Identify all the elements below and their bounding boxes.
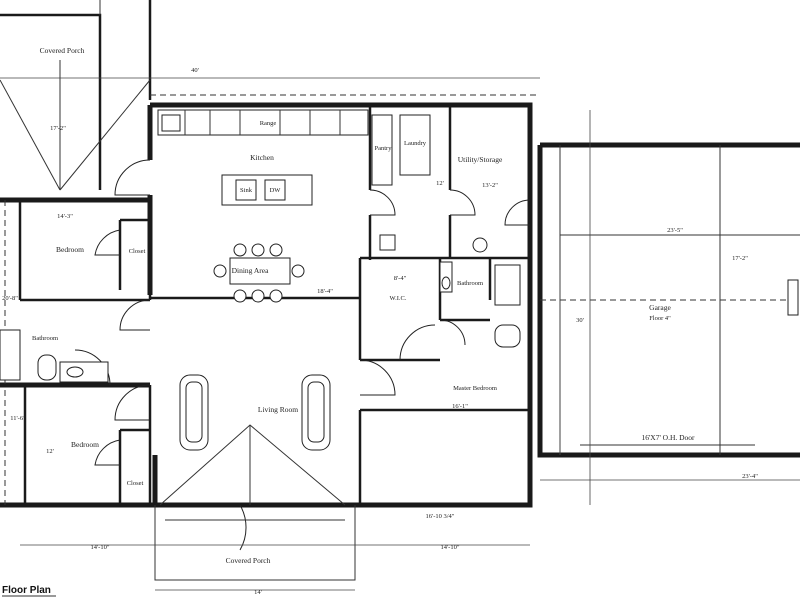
range-label: Range: [260, 120, 277, 127]
garage-label: Garage: [649, 303, 671, 312]
bottom-center-dim: 16'-10 3/4": [426, 513, 455, 520]
kitchen-label: Kitchen: [250, 153, 274, 162]
living-room-label: Living Room: [258, 405, 298, 414]
overall-width-dim: 40': [191, 67, 199, 74]
dining-width-dim: 18'-4": [317, 288, 333, 295]
utility-storage-label: Utility/Storage: [458, 155, 503, 164]
wic-label: W.I.C.: [390, 295, 407, 302]
bottom-right-dim: 14'-10": [441, 544, 460, 551]
garage-width-dim: 23'-5": [667, 227, 683, 234]
dining-table: [213, 243, 305, 303]
bedroom-top-width-dim: 14'-3": [57, 213, 73, 220]
bedroom-top-label: Bedroom: [56, 245, 84, 254]
wic-width-dim: 8'-4": [394, 275, 407, 282]
bathroom-right-label: Bathroom: [457, 280, 483, 287]
door-swings: [74, 159, 531, 551]
kitchen-counters: [157, 109, 488, 253]
garage-door-label: 16'X7' O.H. Door: [641, 433, 695, 442]
utility-depth-dim: 13'-2": [482, 182, 498, 189]
covered-porch-bottom-label: Covered Porch: [226, 556, 271, 565]
covered-porch-top-label: Covered Porch: [40, 46, 85, 55]
laundry-depth-dim: 12': [436, 180, 444, 187]
pantry-label: Pantry: [375, 145, 393, 152]
bathroom-left-label: Bathroom: [32, 335, 58, 342]
closet-bottom-label: Closet: [127, 480, 144, 487]
floor-plan-title: Floor Plan: [2, 585, 51, 596]
dining-area-label: Dining Area: [232, 266, 270, 275]
garage-right-depth-dim: 17'-2": [732, 255, 748, 262]
living-room-sofas: [179, 374, 331, 451]
closet-top-label: Closet: [129, 248, 146, 255]
garage-floor-label: Floor 4": [649, 315, 671, 322]
bedroom-bottom-depth-dim: 12': [46, 448, 54, 455]
covered-porch-bottom: [20, 424, 530, 591]
covered-porch-top: [0, 0, 152, 191]
garage-bottom-dim: 23'-4": [742, 473, 758, 480]
porch-bottom-width-dim: 14': [254, 589, 262, 596]
left-side-dim-1: 20'-8": [2, 295, 18, 302]
laundry-label: Laundry: [404, 140, 427, 147]
master-bedroom-label: Master Bedroom: [453, 385, 497, 392]
bathroom-fixtures: [0, 261, 521, 383]
bottom-left-dim: 14'-10": [91, 544, 110, 551]
left-side-dim-2: 11'-6": [10, 415, 26, 422]
master-width-dim: 16'-1": [452, 403, 468, 410]
island-sink-label: Sink: [240, 187, 253, 194]
island-dw-label: DW: [270, 187, 282, 194]
bedroom-bottom-label: Bedroom: [71, 440, 99, 449]
porch-top-width-dim: 17'-2": [50, 125, 66, 132]
garage-depth-dim: 30': [576, 317, 584, 324]
garage: [537, 110, 800, 505]
